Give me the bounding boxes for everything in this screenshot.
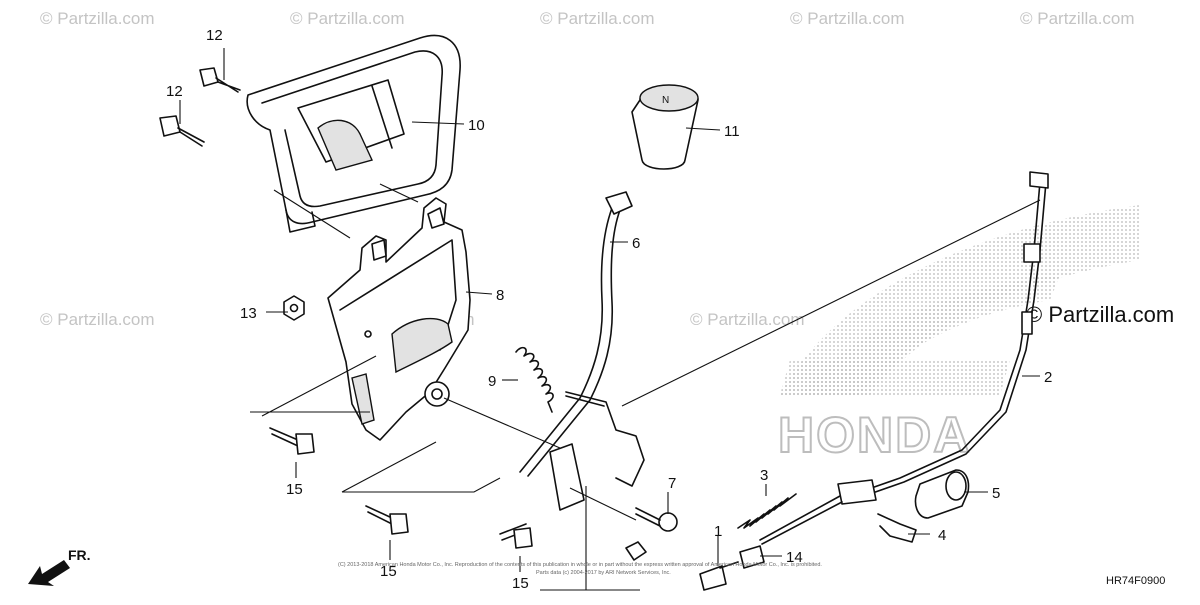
part-15-bolt-3: [499, 523, 533, 549]
watermark-emphasized: © Partzilla.com: [1026, 302, 1174, 327]
part-14-pin: [739, 545, 765, 569]
watermark: © Partzilla.com: [540, 9, 655, 28]
callout-13: 13: [240, 305, 257, 322]
copyright-line-1: (C) 2013-2018 American Honda Motor Co., …: [338, 562, 822, 568]
watermark: © Partzilla.com: [290, 9, 405, 28]
callout-5: 5: [992, 485, 1000, 502]
callout-3: 3: [760, 467, 768, 484]
callout-10: 10: [468, 117, 485, 134]
callout-15: 15: [380, 563, 397, 580]
part-2-cable: [759, 171, 1049, 545]
svg-text:N: N: [662, 95, 669, 106]
part-15-bolt-2: [365, 505, 409, 535]
callout-1: 1: [714, 523, 722, 540]
callout-14: 14: [786, 549, 803, 566]
honda-wing-logo: HONDA: [777, 205, 1140, 464]
callout-9: 9: [488, 373, 496, 390]
callout-7: 7: [668, 475, 676, 492]
part-12-bolt-lower: [159, 115, 205, 147]
part-5-grommet: [914, 469, 970, 519]
part-1-collar: [699, 561, 739, 591]
honda-logo-text: HONDA: [778, 407, 971, 463]
direction-label: FR.: [68, 547, 91, 563]
part-3-spring: [737, 493, 797, 529]
callout-6: 6: [632, 235, 640, 252]
part-10-shift-cover: [246, 34, 461, 233]
callouts: 1 2 3 4 5 6 7 8 9 10 11 12 12 13 14 15 1…: [166, 27, 1052, 592]
callout-2: 2: [1044, 369, 1052, 386]
callout-4: 4: [938, 527, 946, 544]
watermark: © Partzilla.com: [690, 310, 805, 329]
part-7-joint: [625, 507, 678, 561]
watermark: © Partzilla.com: [40, 9, 155, 28]
assembly-lines: [179, 48, 1041, 591]
callout-8: 8: [496, 287, 504, 304]
callout-11: 11: [724, 123, 740, 140]
callout-15: 15: [512, 575, 529, 592]
part-12-bolt-upper: [199, 67, 241, 93]
part-15-bolt-1: [269, 427, 315, 455]
part-13-nut: [283, 295, 305, 321]
watermark: © Partzilla.com: [790, 9, 905, 28]
part-4-clip: [877, 513, 917, 543]
watermark: © Partzilla.com: [40, 310, 155, 329]
callout-15: 15: [286, 481, 303, 498]
front-direction-arrow: FR.: [28, 547, 91, 586]
watermark: © Partzilla.com: [1020, 9, 1135, 28]
copyright-line-2: Parts data (c) 2004-2017 by ARI Network …: [536, 570, 671, 576]
part-6-shift-lever: [519, 191, 645, 511]
callout-12: 12: [166, 83, 183, 100]
part-8-bracket: [327, 197, 471, 441]
callout-12: 12: [206, 27, 223, 44]
part-11-shift-knob: N: [631, 84, 699, 170]
diagram-code: HR74F0900: [1106, 575, 1165, 587]
part-9-spring: [515, 346, 554, 413]
